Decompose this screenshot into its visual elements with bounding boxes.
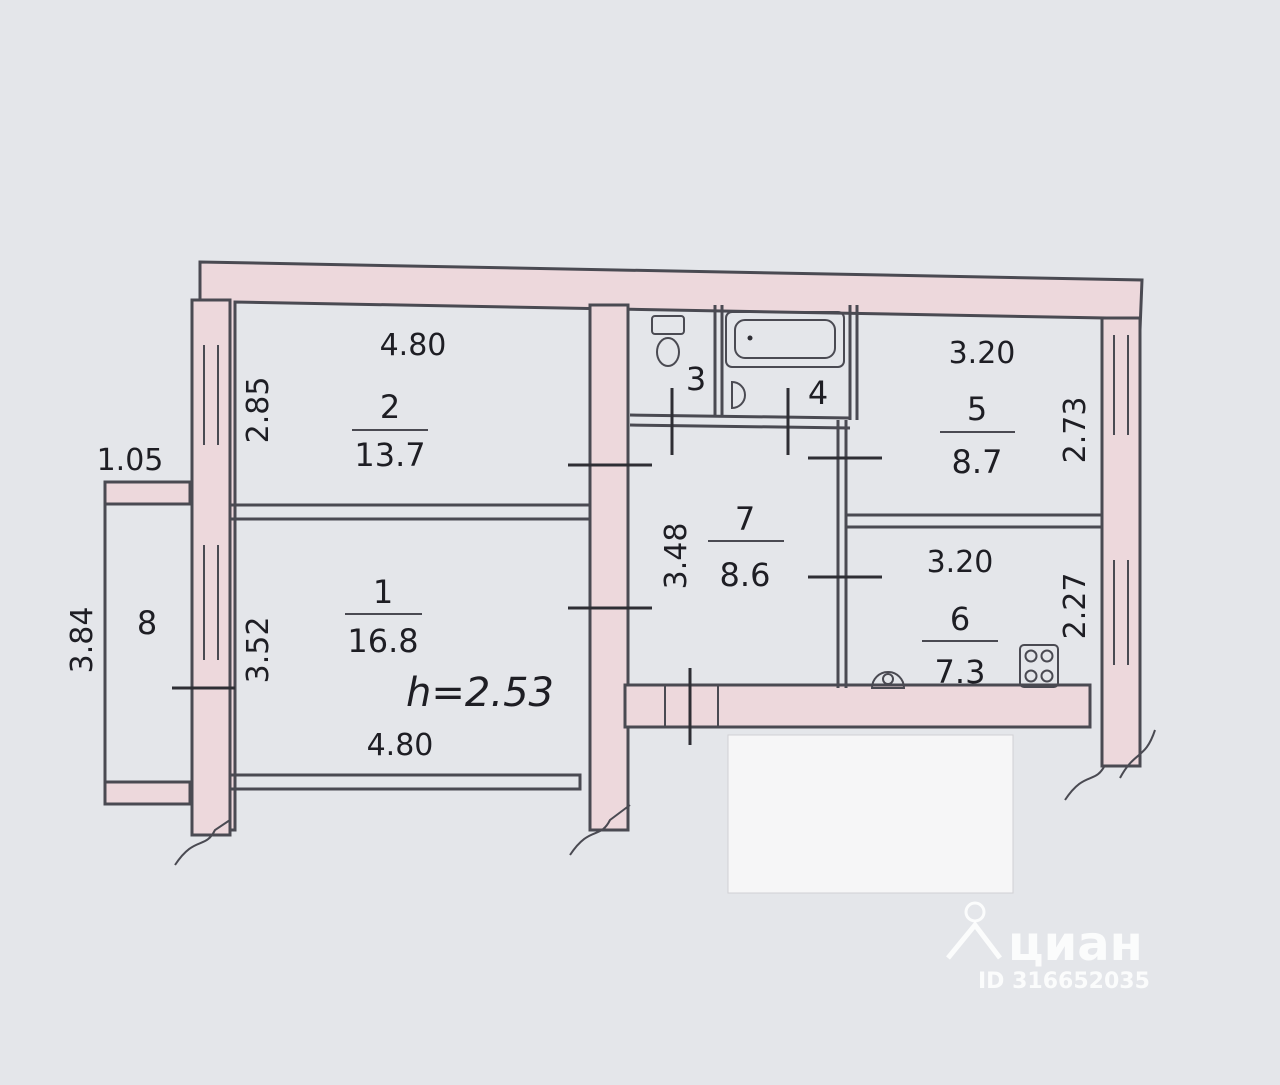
room-6-width: 3.20 xyxy=(927,545,994,580)
sink-icon xyxy=(731,380,746,410)
room-4-label: 4 xyxy=(808,374,828,412)
door-marks xyxy=(172,388,882,745)
room-2-label: 4.80 2.85 2 13.7 xyxy=(241,328,446,474)
room-7-area: 8.6 xyxy=(720,556,771,594)
room-8-label: 1.05 3.84 8 xyxy=(65,443,163,673)
room-6-depth: 2.27 xyxy=(1058,573,1093,640)
room-5-width: 3.20 xyxy=(949,336,1016,371)
watermark-id: ID 316652035 xyxy=(978,969,1150,994)
room-1-depth: 3.52 xyxy=(241,617,276,684)
break-symbols xyxy=(174,729,1156,866)
paper-sticker xyxy=(727,734,1014,894)
room-1-label: 1 16.8 3.52 h=2.53 4.80 xyxy=(241,573,554,763)
room-8-width: 1.05 xyxy=(97,443,164,478)
room-2-width: 4.80 xyxy=(380,328,447,363)
bathtub-icon xyxy=(725,311,845,368)
room-4-number: 4 xyxy=(808,374,828,412)
wall-right xyxy=(1100,316,1142,768)
wall-center xyxy=(588,303,630,832)
room-8-depth: 3.84 xyxy=(65,607,100,674)
watermark: циан ID 316652035 xyxy=(946,901,1150,994)
room-1-width: 4.80 xyxy=(367,728,434,763)
walls xyxy=(190,260,1144,837)
room-7-label: 7 8.6 3.48 xyxy=(659,500,784,594)
room-8-number: 8 xyxy=(137,604,157,642)
room-7-number: 7 xyxy=(735,500,755,538)
room-1-area: 16.8 xyxy=(347,622,418,660)
room-6-number: 6 xyxy=(950,600,970,638)
room-2-area: 13.7 xyxy=(354,436,425,474)
ceiling-height: h=2.53 xyxy=(406,670,554,716)
room-3-label: 3 xyxy=(686,360,706,398)
toilet-icon xyxy=(651,315,685,367)
wall-left xyxy=(190,298,232,837)
room-2-number: 2 xyxy=(380,388,400,426)
kitchen-sink-icon xyxy=(1019,644,1059,688)
room-5-depth: 2.73 xyxy=(1058,397,1093,464)
balcony xyxy=(103,480,192,806)
room-5-number: 5 xyxy=(967,390,987,428)
room-3-number: 3 xyxy=(686,360,706,398)
room-5-area: 8.7 xyxy=(952,443,1003,481)
room-6-area: 7.3 xyxy=(935,653,986,691)
room-5-label: 3.20 5 8.7 2.73 xyxy=(940,336,1093,481)
room-6-label: 3.20 6 7.3 2.27 xyxy=(922,545,1093,691)
wall-bottom-right xyxy=(623,683,1092,729)
windows xyxy=(203,335,1129,665)
stove-icon xyxy=(870,671,906,689)
room-1-number: 1 xyxy=(373,573,393,611)
watermark-brand: циан xyxy=(1008,916,1143,972)
location-pin-icon xyxy=(946,901,1002,960)
room-2-depth: 2.85 xyxy=(241,377,276,444)
room-7-depth: 3.48 xyxy=(659,523,694,590)
partitions xyxy=(228,305,1104,791)
